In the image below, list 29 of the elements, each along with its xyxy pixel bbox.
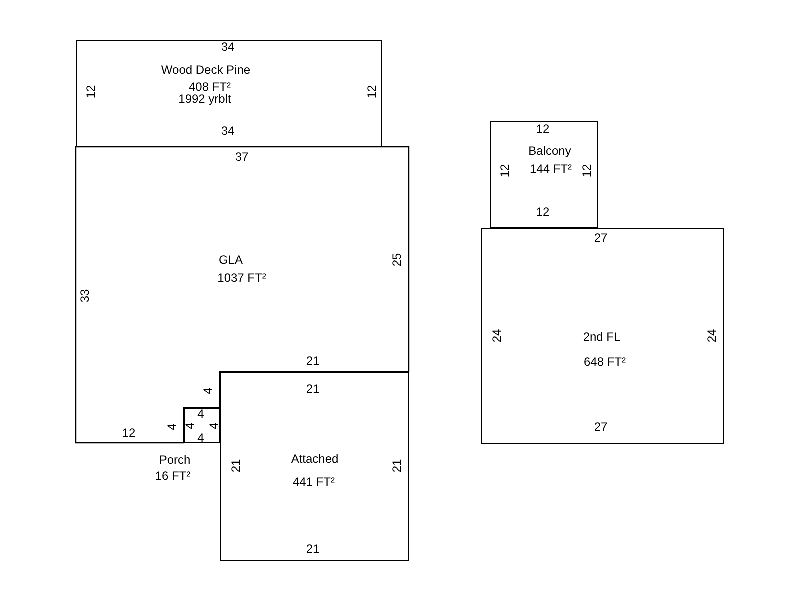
room-area [76, 40, 382, 147]
dimension-label: 21 [306, 543, 320, 555]
dimension-label: 24 [706, 329, 718, 343]
dimension-label: 34 [221, 41, 235, 53]
dimension-label: 12 [85, 85, 97, 99]
dimension-label: 21 [391, 459, 403, 473]
room-name: Wood Deck Pine [161, 64, 251, 76]
dimension-label: 12 [366, 85, 378, 99]
dimension-label: 24 [491, 329, 503, 343]
dimension-label: 12 [536, 206, 550, 218]
dimension-label: 27 [594, 232, 608, 244]
area-text: 16 FT² [155, 470, 191, 482]
room-name: Attached [291, 453, 339, 465]
area-text: 144 FT² [530, 163, 572, 175]
dimension-label: 12 [581, 164, 593, 178]
room-name: Porch [159, 454, 191, 466]
dimension-label: 12 [536, 123, 550, 135]
dimension-label: 12 [499, 164, 511, 178]
dimension-label: 27 [594, 421, 608, 433]
area-text: 648 FT² [584, 356, 626, 368]
dimension-label: 34 [221, 125, 235, 137]
area-text: 441 FT² [293, 476, 335, 488]
area-text: 408 FT² [189, 81, 231, 93]
room-name: 2nd FL [583, 331, 621, 343]
room-name: Balcony [528, 145, 572, 157]
room-area [481, 228, 724, 444]
room-area [490, 121, 598, 228]
year-built-text: 1992 yrblt [178, 93, 232, 105]
dimension-label: 21 [230, 459, 242, 473]
